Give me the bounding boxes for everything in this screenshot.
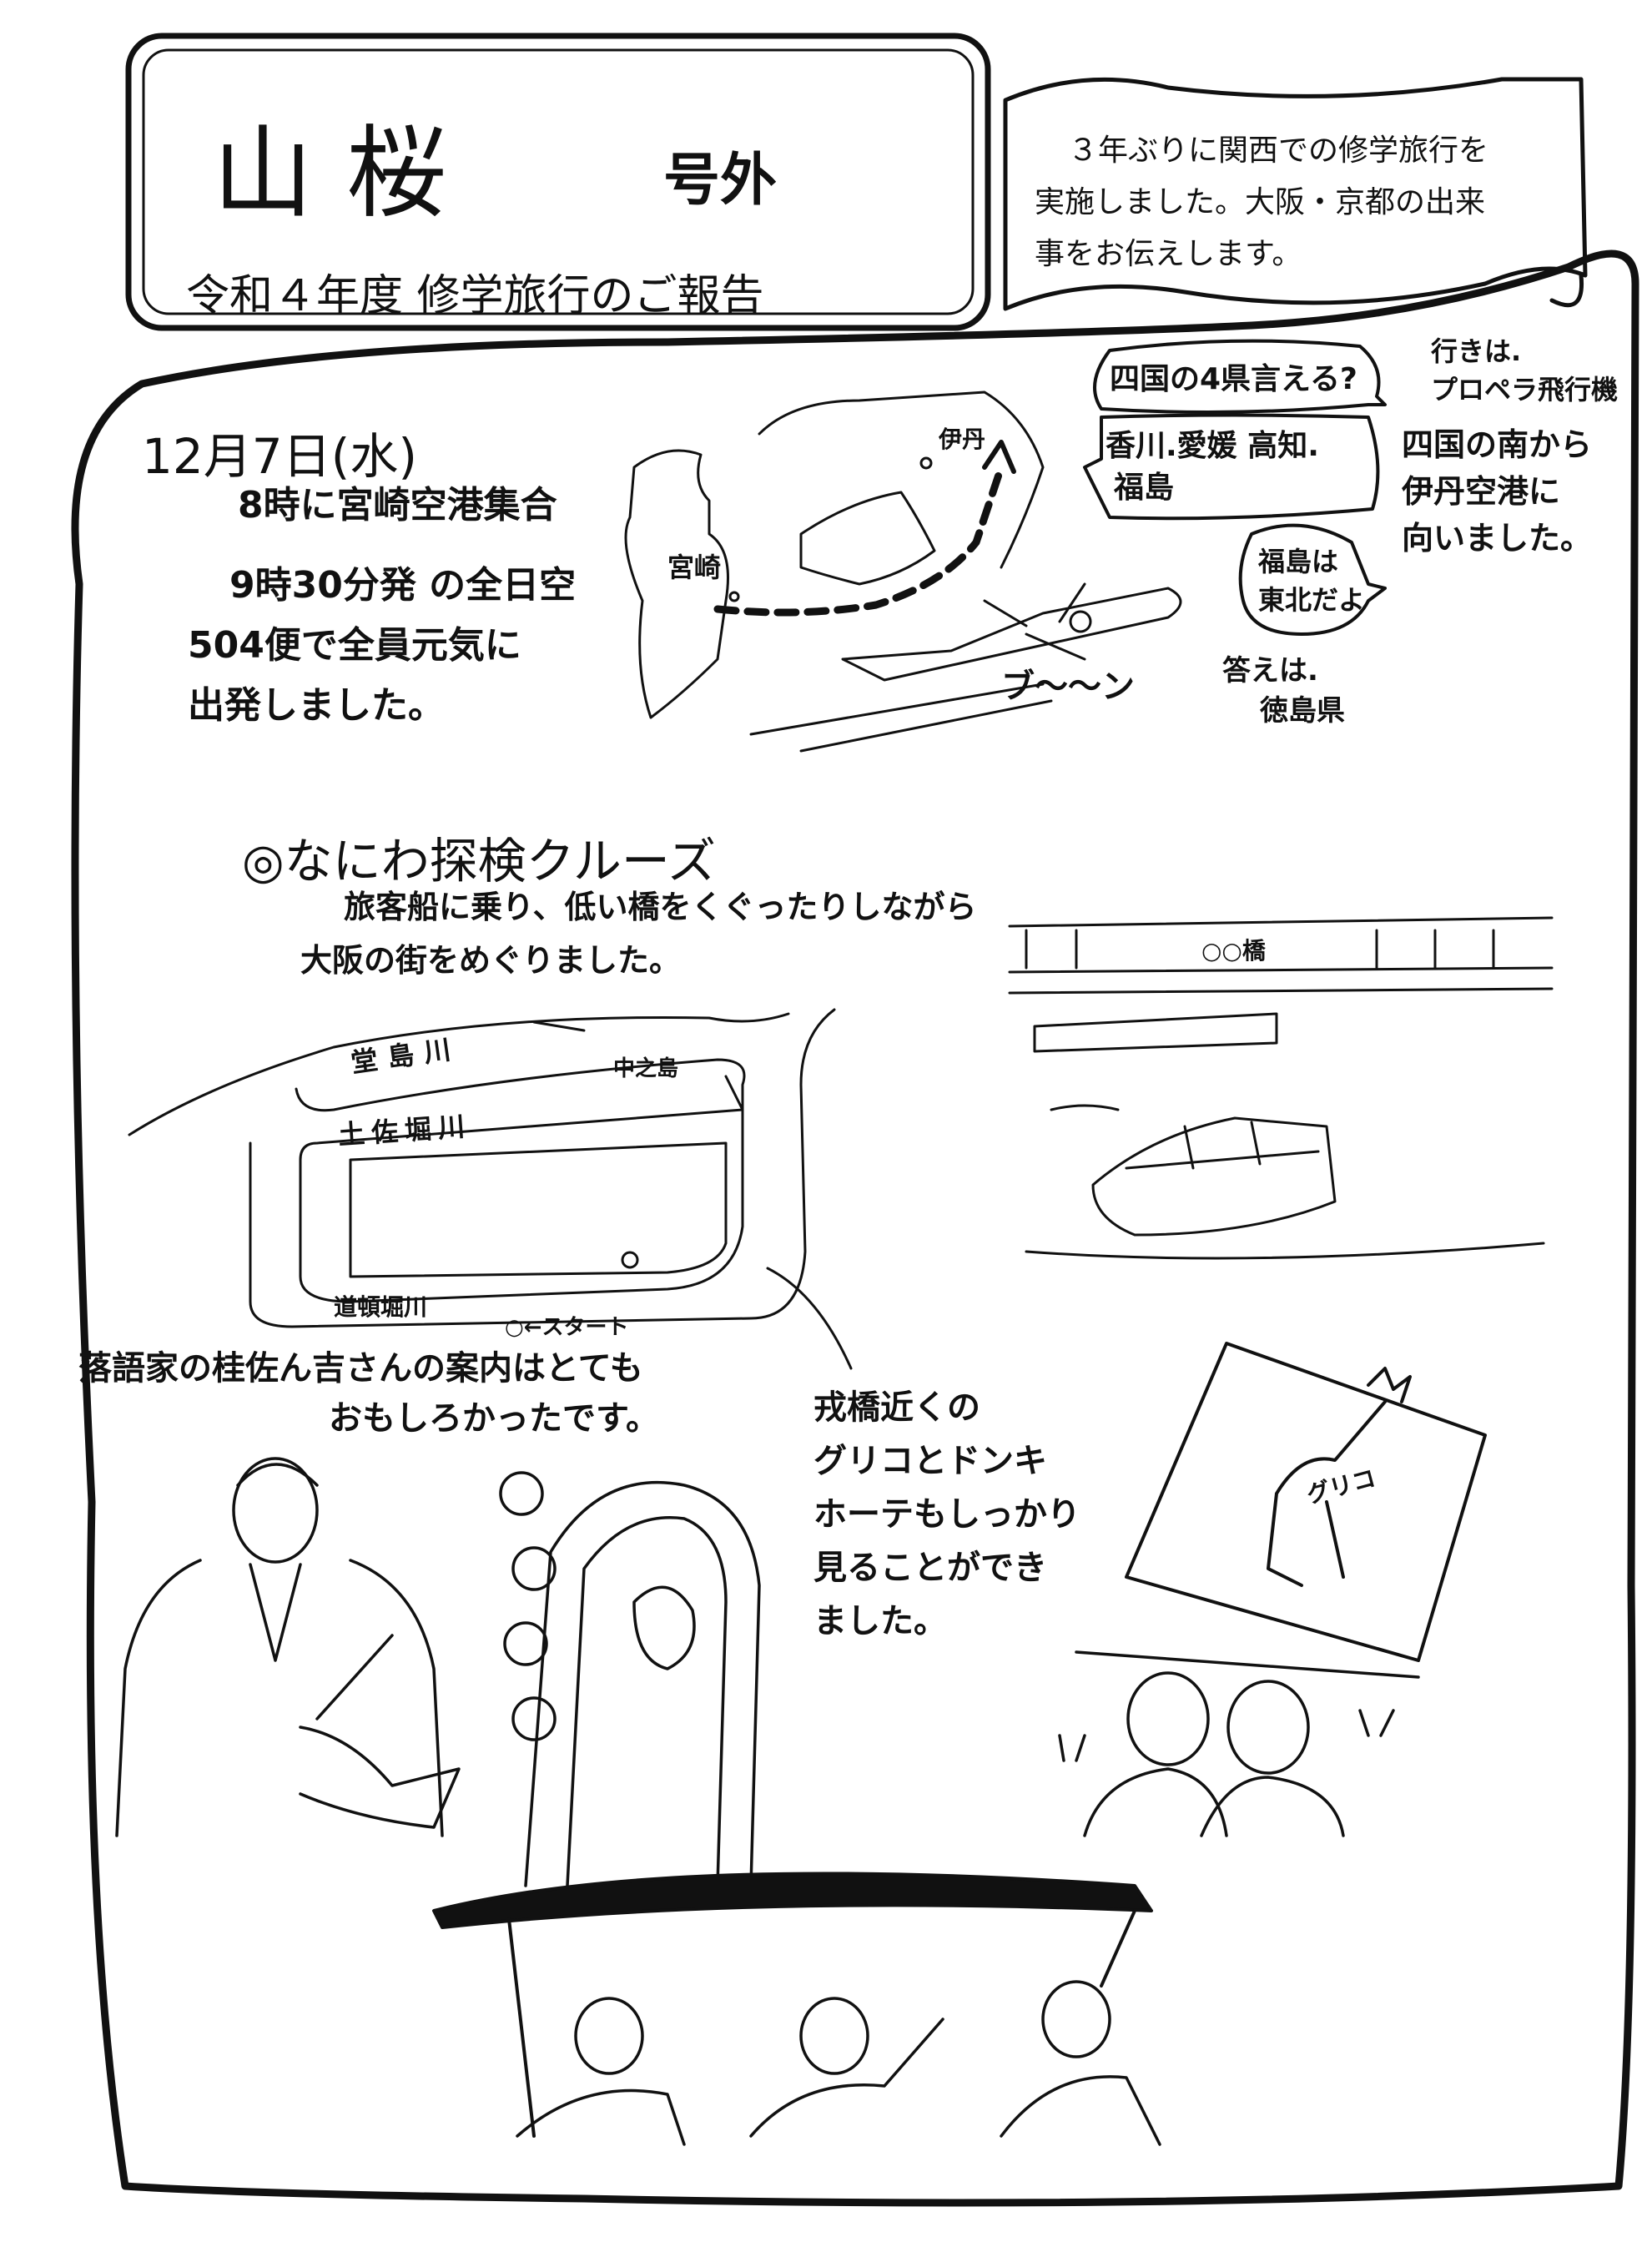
kyushu-shikoku-map [624,390,1045,719]
ebisubashi-text: 戎橋近くの グリコとドンキ ホーテもしっかり 見ることができ ました。 [813,1381,1080,1648]
intro-line: ３年ぶりに関西での修学旅行を [1068,134,1489,168]
day1-date: 12月7日(水) [142,428,417,485]
glico-sign-drawing [1125,1342,1487,1662]
students-drawing [1058,1650,1420,1837]
bubble-answer-line: 福島 [1114,471,1175,505]
side-note-plane: 行きは. プロペラ飛行機 [1431,332,1618,409]
osaka-river-map [128,1008,853,1370]
side-note-line: 向いました。 [1402,520,1593,557]
intro-line: 事をお伝えします。 [1035,237,1302,271]
bubble-correction-line: 東北だよ [1258,584,1366,616]
ebisubashi-line: 戎橋近くの [813,1388,980,1427]
ebisubashi-line: 見ることができ [813,1549,1047,1587]
river-label-nakanoshima: 中之島 [613,1056,679,1081]
newsletter-title: 山桜 [213,116,480,232]
bubble-answer: 香川.愛媛 高知. 福島 [1106,426,1319,509]
quiz-answer-line: 答えは. [1222,654,1318,688]
bubble-question: 四国の4県言える? [1110,362,1357,396]
side-note-line: 行きは. [1431,335,1522,367]
map-label-itami: 伊丹 [939,426,986,453]
guide-line: 落語家の桂佐ん吉さんの案内はとても [78,1349,643,1388]
day1-line: 504便で全員元気に [188,624,521,667]
side-note-line: 四国の南から [1402,426,1593,463]
speech-bubbles [1083,339,1387,636]
intro-line: 実施しました。大阪・京都の出来 [1035,185,1486,219]
intro-scroll-border [1003,77,1588,311]
map-label-miyazaki: 宮崎 [667,552,722,583]
river-label-dotonbori: 道頓堀川 [334,1293,428,1321]
cruise-heading: ◎なにわ探検クルーズ [242,833,716,889]
ebisubashi-line: グリコとドンキ [813,1442,1047,1480]
plane-sound-text: ブ〜〜ン [1001,668,1135,706]
quiz-answer-line: 徳島県 [1260,694,1345,728]
ebisubashi-line: ホーテもしっかり [813,1495,1080,1534]
side-note-route: 四国の南から 伊丹空港に 向いました。 [1402,421,1592,562]
title-box-border [125,33,991,331]
day1-text: 8時に宮崎空港集合 9時30分発 の全日空 504便で全員元気に 出発しました。 [188,476,576,736]
river-label-start: ○←スタート [505,1315,629,1340]
bubble-answer-line: 香川.愛媛 高知. [1106,429,1319,463]
bridge-sign-text: ○○橋 [1201,937,1266,965]
ferris-wheel-drawing [499,1471,761,1887]
cruise-line: 旅客船に乗り、低い橋をくぐったりしながら [344,889,977,925]
bubble-correction: 福島は 東北だよ [1258,542,1365,619]
quiz-answer: 答えは. 徳島県 [1222,651,1345,731]
guide-text: 落語家の桂佐ん吉さんの案内はとても おもしろかったです。 [78,1343,659,1443]
side-note-line: 伊丹空港に [1402,473,1561,510]
cruise-boat-drawing [1008,916,1554,1260]
boat-interior-drawing [432,1872,1161,2146]
ebisubashi-line: ました。 [813,1602,947,1640]
cruise-line: 大阪の街をめぐりました。 [300,942,682,979]
day1-line: 9時30分発 の全日空 [229,564,577,607]
intro-text: ３年ぶりに関西での修学旅行を 実施しました。大阪・京都の出来 事をお伝えします。 [1035,125,1488,280]
guide-line: おもしろかったです。 [329,1399,659,1438]
propeller-plane-drawing [749,582,1182,753]
main-frame-border [71,249,1639,2207]
day1-line: 8時に宮崎空港集合 [238,484,557,526]
rakugo-performer-drawing [115,1457,461,1837]
cruise-text: 旅客船に乗り、低い橋をくぐったりしながら 大阪の街をめぐりました。 [300,880,976,987]
day1-line: 出発しました。 [188,684,445,727]
extra-edition-label: 号外 [663,148,778,214]
newsletter-subtitle: 令和４年度 修学旅行のご報告 [186,271,764,321]
bubble-correction-line: 福島は [1258,546,1339,577]
side-note-line: プロペラ飛行機 [1431,374,1619,406]
